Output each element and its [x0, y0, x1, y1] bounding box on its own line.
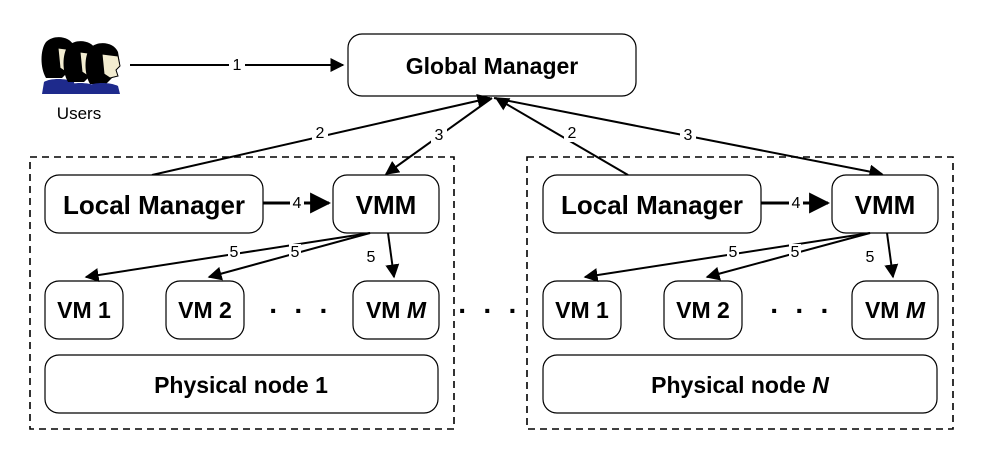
vm-ellipsis-n: · · · — [770, 295, 834, 326]
vm1-label-n: VM 1 — [555, 297, 609, 323]
vm-last-box-n — [851, 280, 939, 340]
edge-lmn-to-gm — [494, 97, 629, 176]
vm2-label-n: VM 2 — [676, 297, 730, 323]
node-n: Local Manager VMM 4 VM 1 VM 2 · · · VM M… — [542, 174, 939, 414]
users-icon — [41, 37, 121, 94]
vm-last-italic-n: M — [906, 297, 926, 323]
vmm-label-1: VMM — [356, 190, 417, 220]
edge-label-1: 1 — [233, 57, 242, 74]
edge-label-4-left: 4 — [293, 195, 302, 212]
vm1-label-1: VM 1 — [57, 297, 111, 323]
edge-label-3-left: 3 — [435, 127, 444, 144]
edge-vmm1-to-vmm — [385, 232, 400, 279]
vm1-box-n — [542, 280, 622, 340]
edge-label-3-right: 3 — [684, 127, 693, 144]
edge-label-5c-right: 5 — [866, 249, 875, 266]
edge-vmmn-to-vmm — [884, 232, 899, 279]
node-1: Local Manager VMM 4 VM 1 VM 2 · · · VM M… — [44, 174, 440, 414]
vm2-label-1: VM 2 — [178, 297, 232, 323]
physical-prefix-1: Physical node 1 — [154, 372, 328, 398]
vm-last-prefix-n: VM — [865, 297, 906, 323]
between-nodes-ellipsis: · · · — [458, 295, 522, 326]
global-manager-label: Global Manager — [406, 53, 579, 79]
physical-node-box-n — [542, 354, 938, 414]
physical-node-label-n: Physical node N — [651, 372, 829, 398]
physical-italic-n: N — [812, 372, 829, 398]
edge-label-5c-left: 5 — [367, 249, 376, 266]
vm-ellipsis-1: · · · — [269, 295, 333, 326]
vm1-box-1 — [44, 280, 124, 340]
edge-label-5b-right: 5 — [791, 244, 800, 261]
vm-last-prefix-1: VM — [366, 297, 407, 323]
edge-label-5a-left: 5 — [230, 244, 239, 261]
vmm-label-n: VMM — [855, 190, 916, 220]
vm2-box-1 — [165, 280, 245, 340]
vm-last-label-n: VM M — [865, 297, 926, 323]
local-manager-label-1: Local Manager — [63, 190, 245, 220]
edge-label-2-left: 2 — [316, 125, 325, 142]
physical-prefix-n: Physical node — [651, 372, 812, 398]
vm2-box-n — [663, 280, 743, 340]
vm-last-italic-1: M — [407, 297, 427, 323]
local-manager-label-n: Local Manager — [561, 190, 743, 220]
vmm-box-1 — [332, 174, 440, 234]
users-label: Users — [57, 104, 101, 123]
edge-label-4-right: 4 — [792, 195, 801, 212]
physical-node-label-1: Physical node 1 — [154, 372, 328, 398]
edge-label-5a-right: 5 — [729, 244, 738, 261]
edge-vmmn-to-vm2 — [705, 232, 871, 281]
global-manager-box — [347, 33, 637, 97]
vmm-box-n — [831, 174, 939, 234]
physical-node-box-1 — [44, 354, 439, 414]
edge-label-2-right: 2 — [568, 125, 577, 142]
vm-last-label-1: VM M — [366, 297, 427, 323]
cluster-node-n — [526, 156, 954, 430]
vmm-box-last-1 — [352, 280, 440, 340]
edge-label-5b-left: 5 — [291, 244, 300, 261]
